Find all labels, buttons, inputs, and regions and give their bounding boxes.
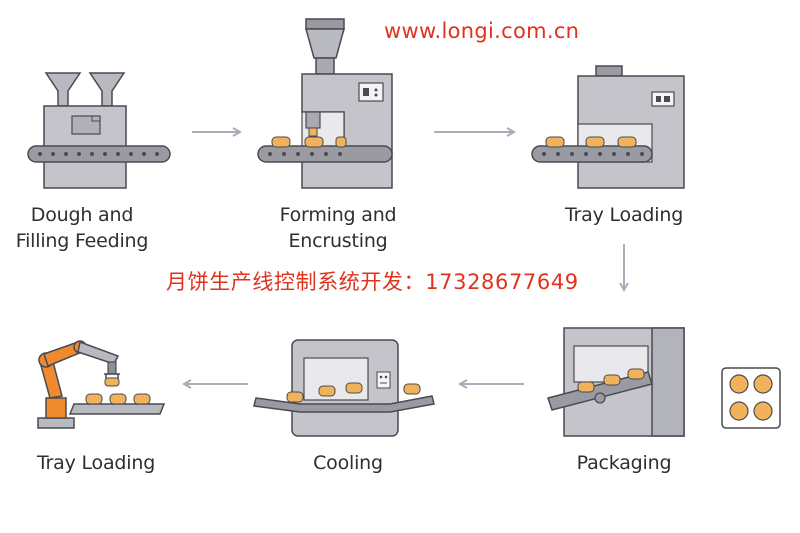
label-line: Tray Loading <box>564 204 684 226</box>
step-label-packaging: Packaging <box>544 450 704 476</box>
watermark-contact: 月饼生产线控制系统开发：17328677649 <box>166 270 579 294</box>
step-label-tray-loading-bottom: Tray Loading <box>16 450 176 476</box>
label-line: Encrusting <box>288 230 388 252</box>
forming-machine-icon <box>257 18 393 189</box>
label-line: Packaging <box>576 452 672 474</box>
robot-arm-icon <box>37 340 166 429</box>
packaging-machine-icon <box>547 327 685 437</box>
step-label-dough-filling: Dough and Filling Feeding <box>2 202 162 254</box>
watermark-url: www.longi.com.cn <box>384 19 580 43</box>
hopper-conveyor-icon <box>27 72 171 189</box>
label-line: Cooling <box>313 452 383 474</box>
tray-loading-machine-icon <box>531 65 685 189</box>
step-label-forming: Forming and Encrusting <box>258 202 418 254</box>
packaged-tray-icon <box>721 367 781 429</box>
label-line: Tray Loading <box>36 452 156 474</box>
label-line: Filling Feeding <box>15 230 149 252</box>
label-line: Dough and <box>30 204 134 226</box>
step-label-tray-loading-top: Tray Loading <box>544 202 704 228</box>
step-label-cooling: Cooling <box>268 450 428 476</box>
label-line: Forming and <box>279 204 397 226</box>
cooling-tunnel-icon <box>253 339 435 437</box>
